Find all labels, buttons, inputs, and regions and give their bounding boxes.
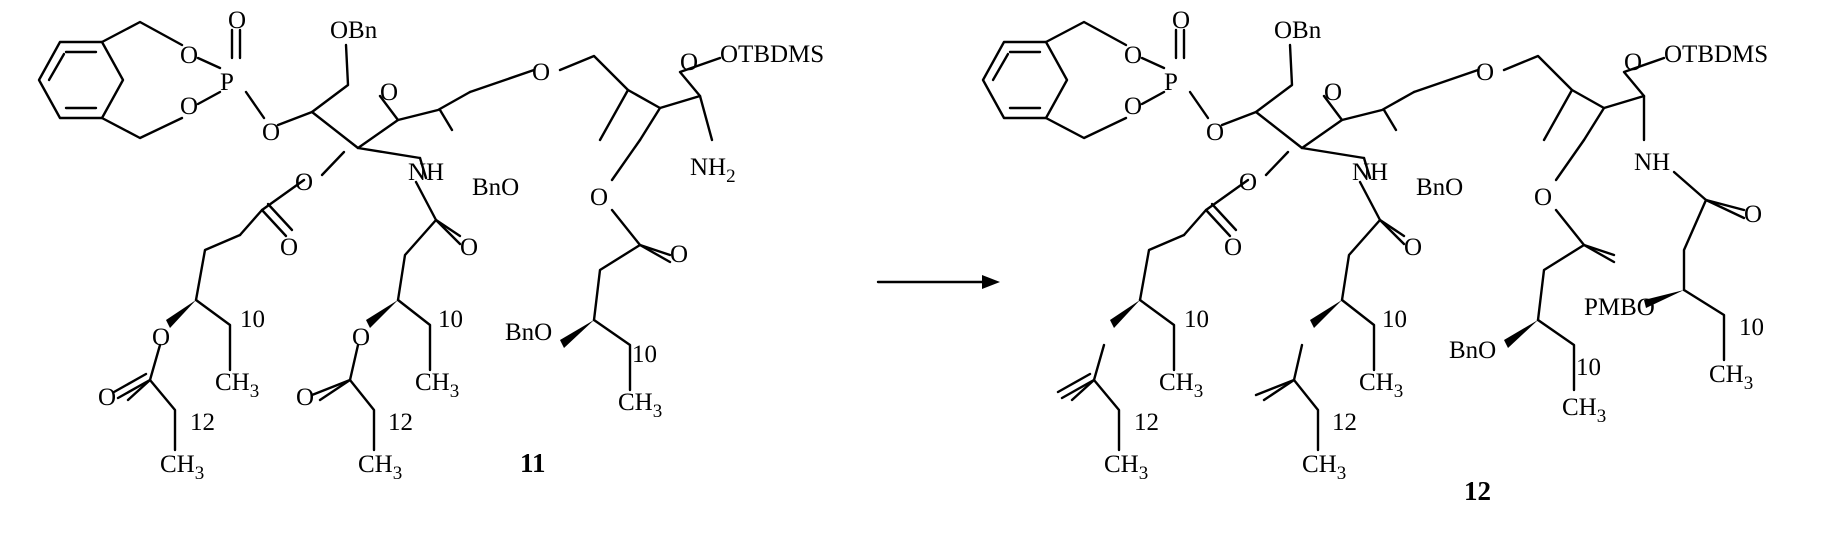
atom-o: O xyxy=(98,384,116,411)
label-ch3: CH3 xyxy=(1104,451,1148,484)
atom-o: O xyxy=(296,384,314,411)
label-repeat-10: 10 xyxy=(1739,314,1764,341)
compound-12-labels: O O P O O OBn O O O OTBDMS NH NH BnO O O… xyxy=(1104,7,1768,506)
label-ch3: CH3 xyxy=(358,451,402,484)
atom-o: O xyxy=(280,234,298,261)
label-otbdms: OTBDMS xyxy=(1664,41,1768,68)
label-repeat-12: 12 xyxy=(1134,409,1159,436)
label-ch3: CH3 xyxy=(1159,369,1203,402)
atom-o: O xyxy=(380,79,398,106)
atom-o: O xyxy=(680,49,698,76)
label-ch3: CH3 xyxy=(160,451,204,484)
atom-p: P xyxy=(220,69,234,96)
compound-number: 11 xyxy=(520,448,546,478)
atom-o: O xyxy=(180,93,198,120)
atom-o: O xyxy=(1324,79,1342,106)
atom-o: O xyxy=(180,42,198,69)
label-ch3: CH3 xyxy=(1359,369,1403,402)
label-ch3: CH3 xyxy=(1709,361,1753,394)
atom-o: O xyxy=(1224,234,1242,261)
label-obn: OBn xyxy=(1274,17,1322,44)
label-nh: NH xyxy=(408,159,444,186)
label-obn: OBn xyxy=(330,17,378,44)
label-ch3: CH3 xyxy=(215,369,259,402)
atom-o: O xyxy=(590,184,608,211)
label-nh2: NH2 xyxy=(690,154,736,187)
label-bno: BnO xyxy=(1416,174,1463,201)
atom-o: O xyxy=(1206,119,1224,146)
atom-o: O xyxy=(1624,49,1642,76)
atom-o: O xyxy=(1534,184,1552,211)
label-repeat-10: 10 xyxy=(632,341,657,368)
label-pmbo: PMBO xyxy=(1584,294,1655,321)
atom-o: O xyxy=(152,324,170,351)
label-ch3: CH3 xyxy=(1302,451,1346,484)
label-otbdms: OTBDMS xyxy=(720,41,824,68)
atom-o: O xyxy=(670,241,688,268)
label-repeat-12: 12 xyxy=(388,409,413,436)
atom-o: O xyxy=(262,119,280,146)
atom-o: O xyxy=(228,7,246,34)
label-bno: BnO xyxy=(472,174,519,201)
label-nh: NH xyxy=(1352,159,1388,186)
label-repeat-10: 10 xyxy=(240,306,265,333)
label-ch3: CH3 xyxy=(415,369,459,402)
label-ch3: CH3 xyxy=(618,389,662,422)
compound-number: 12 xyxy=(1464,476,1491,506)
label-bno: BnO xyxy=(505,319,552,346)
benzene-ring xyxy=(39,42,123,118)
atom-o: O xyxy=(1744,201,1762,228)
atom-o: O xyxy=(1239,169,1257,196)
label-repeat-10: 10 xyxy=(1184,306,1209,333)
label-bno: BnO xyxy=(1449,337,1496,364)
atom-o: O xyxy=(352,324,370,351)
atom-o: O xyxy=(460,234,478,261)
atom-p: P xyxy=(1164,69,1178,96)
compound-11-labels: O O P O O OBn O O O OTBDMS NH NH2 BnO O … xyxy=(98,7,824,484)
label-repeat-12: 12 xyxy=(190,409,215,436)
label-repeat-10: 10 xyxy=(438,306,463,333)
atom-o: O xyxy=(1172,7,1190,34)
atom-o: O xyxy=(1476,59,1494,86)
atom-o: O xyxy=(1124,42,1142,69)
atom-o: O xyxy=(295,169,313,196)
atom-o: O xyxy=(1124,93,1142,120)
reaction-arrow xyxy=(878,275,1000,289)
atom-o: O xyxy=(1404,234,1422,261)
benzene-ring xyxy=(983,42,1067,118)
label-ch3: CH3 xyxy=(1562,394,1606,427)
atom-o: O xyxy=(532,59,550,86)
label-repeat-10: 10 xyxy=(1576,354,1601,381)
label-repeat-12: 12 xyxy=(1332,409,1357,436)
label-nh: NH xyxy=(1634,149,1670,176)
label-repeat-10: 10 xyxy=(1382,306,1407,333)
